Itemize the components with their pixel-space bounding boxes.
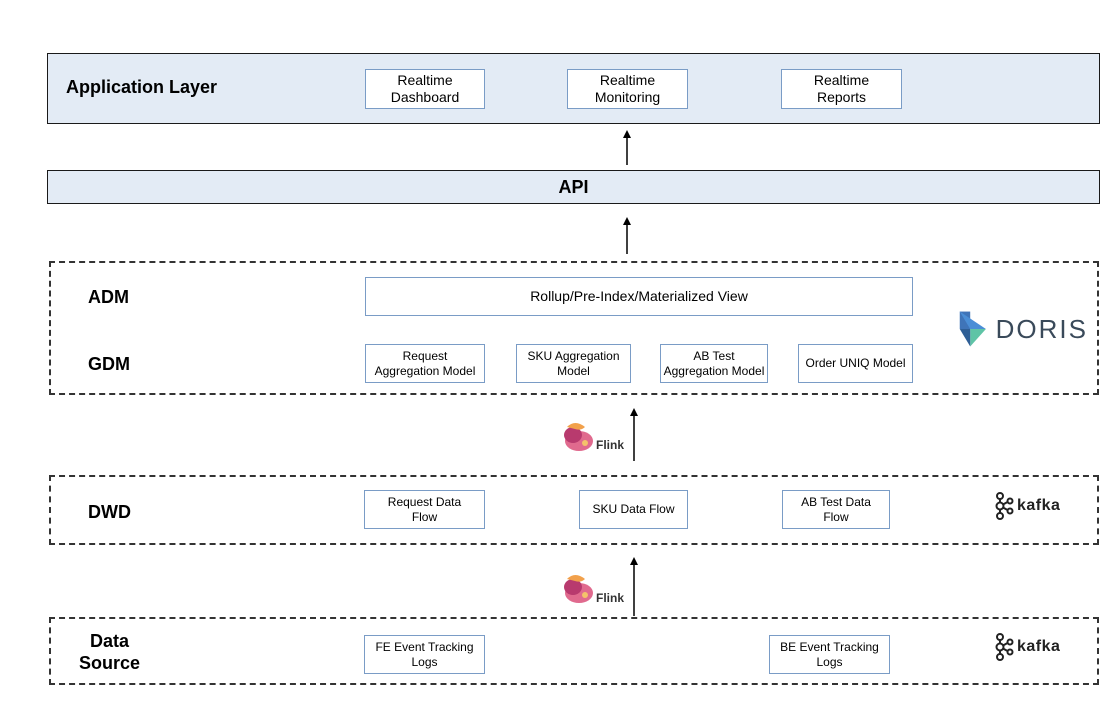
api-layer: API (47, 170, 1100, 204)
flink-text-upper: Flink (596, 438, 625, 452)
arrow-doris-to-api (620, 217, 634, 255)
kafka-icon (995, 633, 1014, 661)
arrow-api-to-app (620, 130, 634, 166)
flink-squirrel-icon (564, 423, 593, 451)
doris-icon (959, 311, 986, 347)
dwd-request-data-flow-box: Request Data Flow (364, 490, 485, 529)
flink-squirrel-icon (564, 575, 593, 603)
realtime-reports-box: Realtime Reports (781, 69, 902, 109)
gdm-request-aggregation-box: Request Aggregation Model (365, 344, 485, 383)
be-event-tracking-box: BE Event Tracking Logs (769, 635, 890, 674)
kafka-logo-text-dwd: kafka (1017, 497, 1061, 514)
arrow-dwd-to-doris (627, 408, 641, 462)
data-source-layer (49, 617, 1099, 685)
flink-logo-lower: Flink (561, 573, 631, 607)
kafka-icon (995, 492, 1014, 520)
realtime-dashboard-box: Realtime Dashboard (365, 69, 485, 109)
arrow-source-to-dwd (627, 557, 641, 617)
fe-event-tracking-box: FE Event Tracking Logs (364, 635, 485, 674)
application-layer-title: Application Layer (66, 77, 218, 97)
gdm-order-uniq-box: Order UNIQ Model (798, 344, 913, 383)
flink-text-lower: Flink (596, 591, 625, 605)
doris-logo-text: DORIS (995, 313, 1088, 344)
gdm-abtest-aggregation-box: AB Test Aggregation Model (660, 344, 768, 383)
kafka-logo-source: kafka (994, 633, 1060, 661)
dwd-layer (49, 475, 1099, 545)
api-layer-title: API (558, 176, 589, 197)
gdm-sku-aggregation-box: SKU Aggregation Model (516, 344, 631, 383)
kafka-logo-dwd: kafka (994, 492, 1060, 520)
dwd-abtest-data-flow-box: AB Test Data Flow (782, 490, 890, 529)
adm-rollup-box: Rollup/Pre-Index/Materialized View (365, 277, 913, 316)
dwd-sku-data-flow-box: SKU Data Flow (579, 490, 688, 529)
data-source-title: Data Source (79, 631, 141, 673)
adm-title: ADM (88, 287, 129, 307)
dwd-title: DWD (88, 502, 131, 522)
doris-logo: DORIS (958, 306, 1088, 352)
gdm-title: GDM (88, 354, 130, 374)
kafka-logo-text-source: kafka (1017, 638, 1061, 655)
realtime-monitoring-box: Realtime Monitoring (567, 69, 688, 109)
flink-logo-upper: Flink (561, 421, 631, 455)
